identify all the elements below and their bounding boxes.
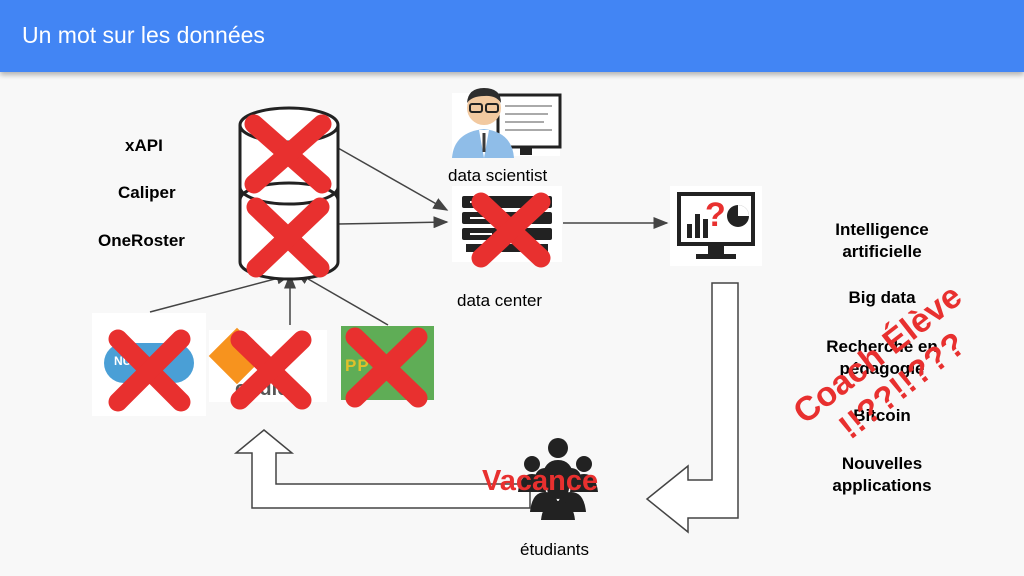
server-cross xyxy=(471,192,551,268)
arrow-db2-to-datacenter xyxy=(337,216,449,229)
question-mark-overlay: ? xyxy=(705,196,726,234)
db-bottom-cross xyxy=(246,197,330,278)
students-label: étudiants xyxy=(520,540,589,559)
block-arrow-to-students xyxy=(645,282,739,534)
arrow-db-to-datacenter xyxy=(337,147,449,211)
data-center-label: data center xyxy=(457,291,543,310)
data-scientist-icon xyxy=(452,88,562,158)
tile-right-cross xyxy=(345,327,428,408)
standard-oneroster: OneRoster xyxy=(98,231,185,250)
use-bigdata: Big data xyxy=(848,288,916,307)
standard-xapi: xAPI xyxy=(125,136,163,155)
arrow-tile1-to-db xyxy=(149,272,292,313)
slide-header: Un mot sur les données xyxy=(0,0,1024,72)
data-scientist-label: data scientist xyxy=(448,166,548,185)
vacance-overlay: Vacance xyxy=(482,465,599,497)
page-title: Un mot sur les données xyxy=(22,22,265,48)
students-group-icon xyxy=(518,438,598,520)
tile-middle-cross xyxy=(230,330,312,410)
block-arrow-to-tools xyxy=(233,429,531,509)
analytics-monitor-icon xyxy=(670,186,762,266)
db-top-cross xyxy=(244,114,332,194)
tile-left-cross xyxy=(108,329,191,412)
standard-caliper: Caliper xyxy=(118,183,176,202)
arrow-tile3-to-db xyxy=(294,271,389,326)
use-bitcoin: Bitcoin xyxy=(853,406,911,425)
